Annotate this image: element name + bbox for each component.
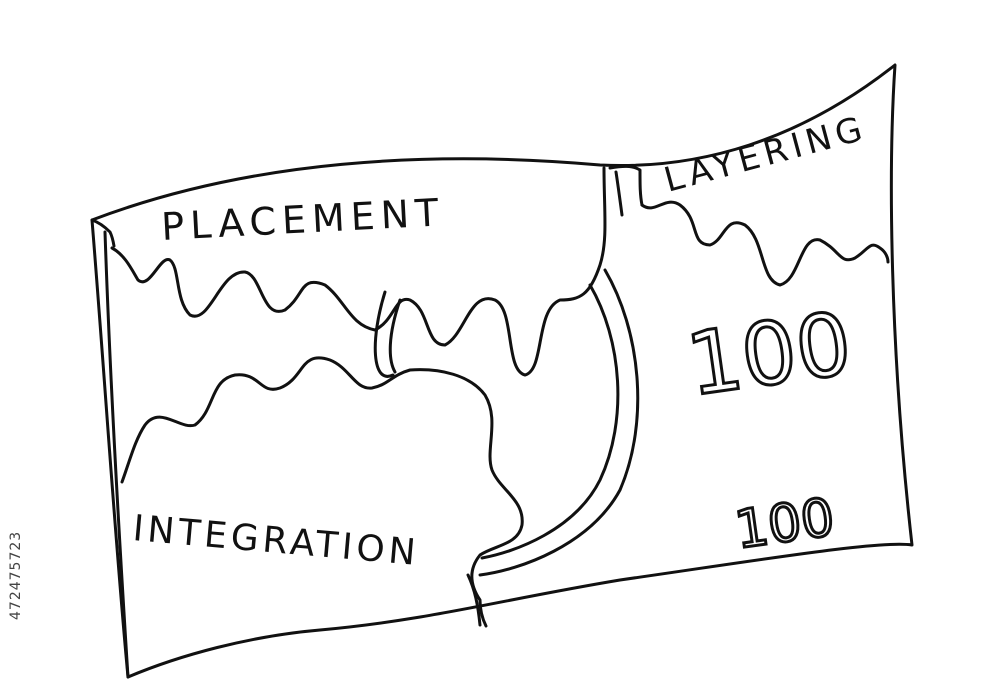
banknote-left-curl bbox=[90, 218, 116, 248]
center-arc-inner bbox=[388, 283, 620, 560]
layering-zone-inner-edge bbox=[614, 170, 624, 217]
layering-drip-edge bbox=[640, 200, 890, 287]
layering-label: LAYERING bbox=[660, 108, 871, 200]
integration-zone-outline bbox=[120, 356, 524, 628]
layering-zone-left-edge bbox=[608, 164, 644, 207]
integration-zone-right-detail bbox=[466, 573, 482, 627]
integration-label: INTEGRATION bbox=[131, 508, 421, 574]
placement-drip-edge bbox=[110, 166, 607, 377]
center-arc-outer bbox=[373, 268, 640, 577]
banknote-outline bbox=[90, 63, 914, 679]
denomination-large: 100 bbox=[681, 294, 857, 416]
placement-label: PLACEMENT bbox=[160, 190, 445, 249]
stock-image-id: 472475723 bbox=[8, 530, 24, 620]
banknote-left-inner-edge bbox=[103, 230, 130, 679]
